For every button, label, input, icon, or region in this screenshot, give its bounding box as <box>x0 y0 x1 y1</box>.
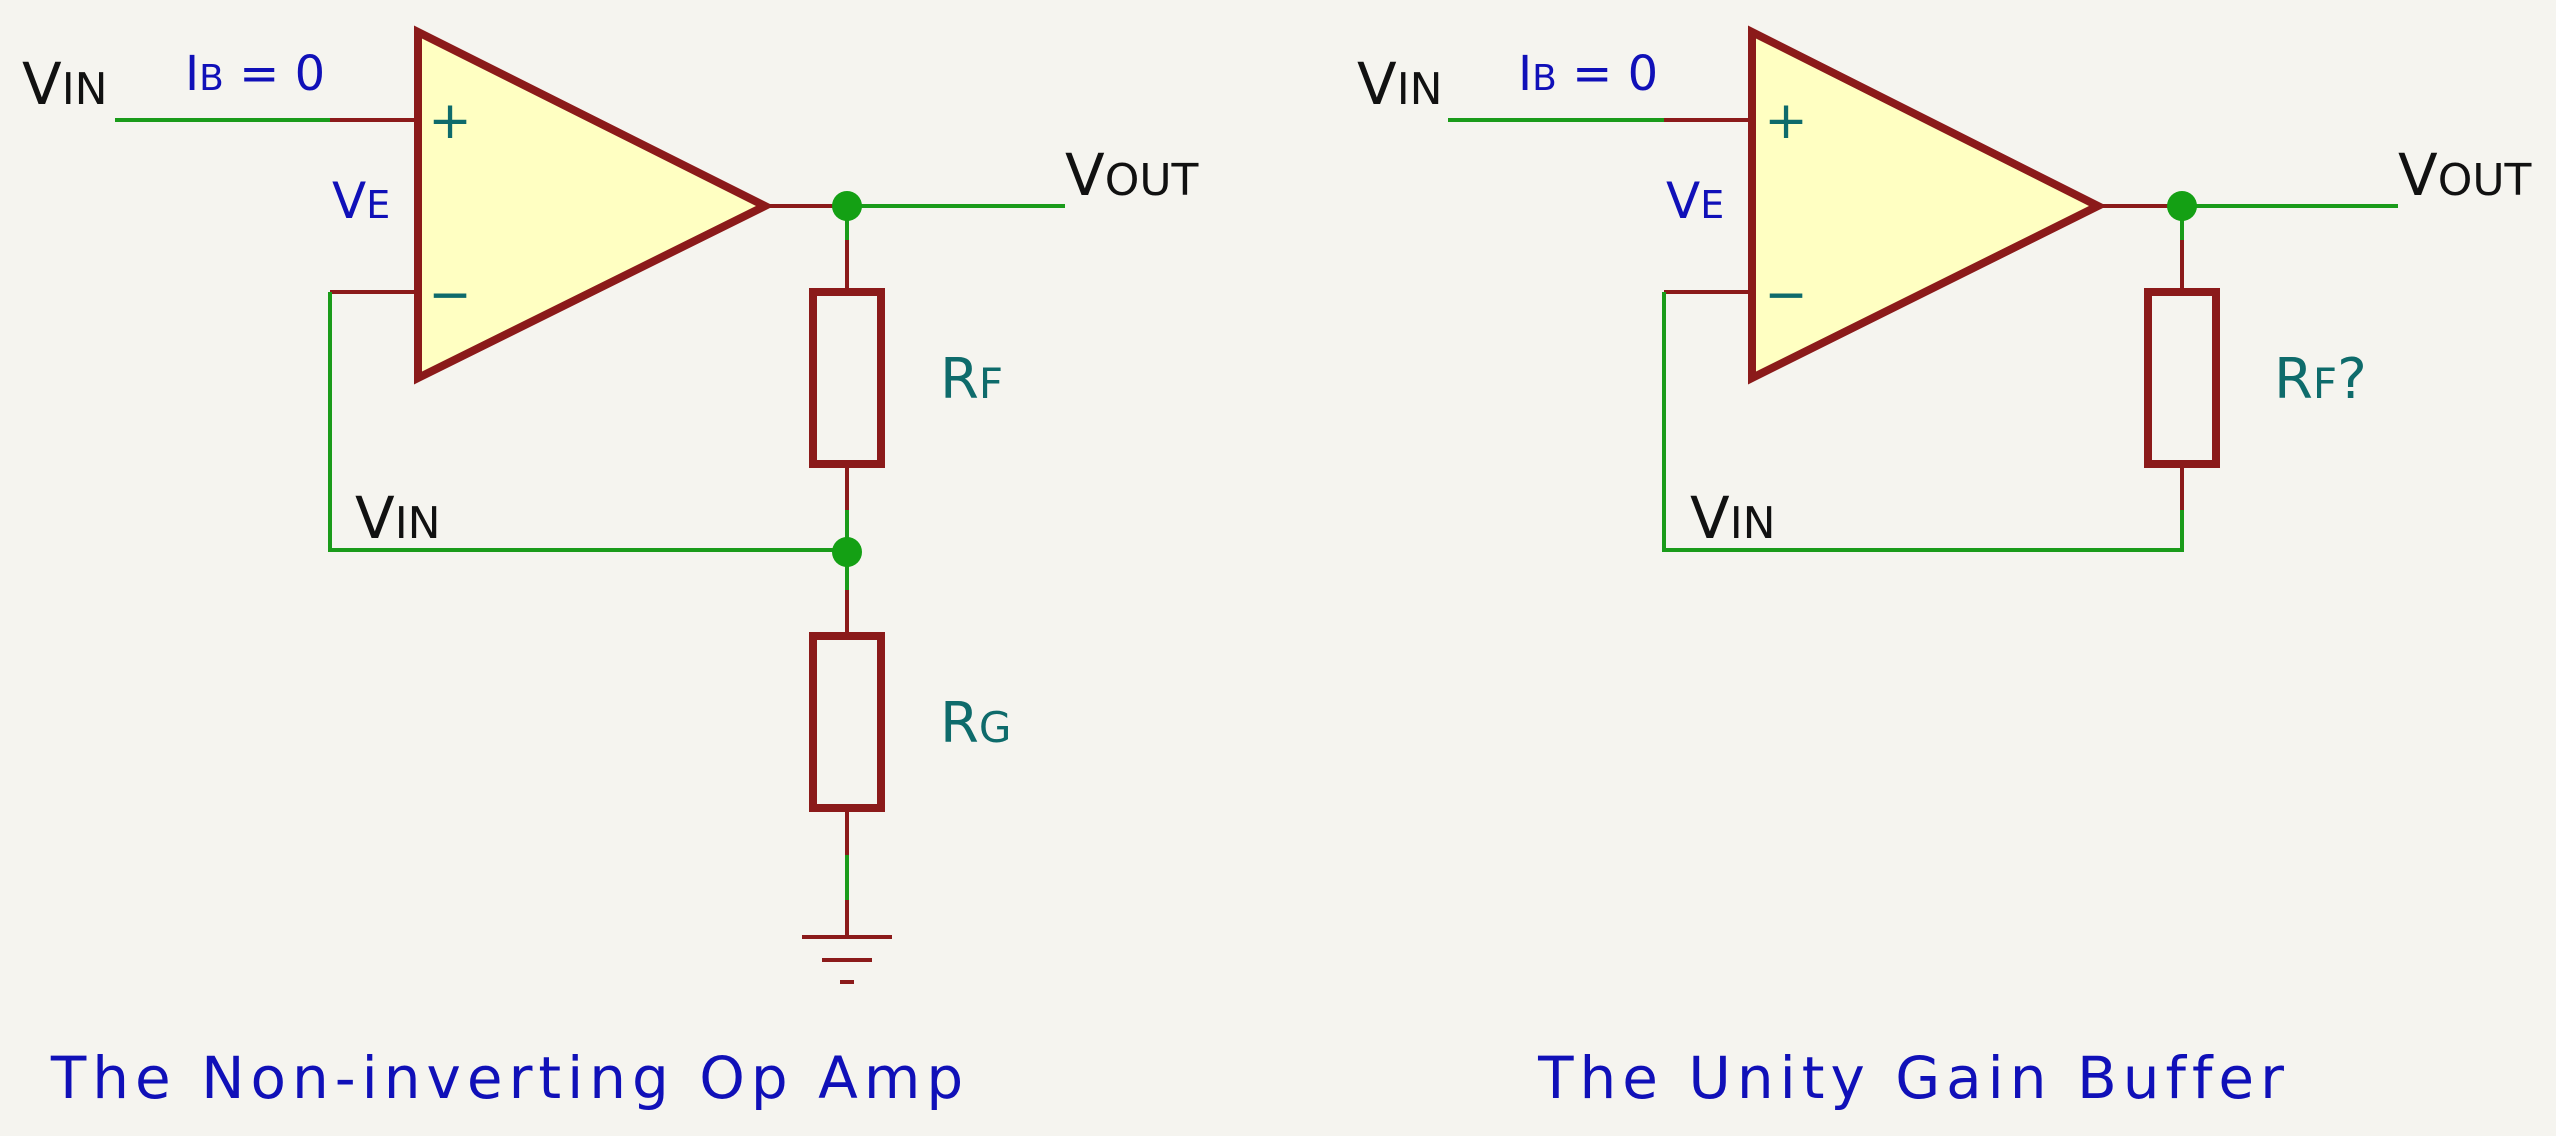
opamp-icon <box>414 25 774 385</box>
plus-sign: + <box>428 91 472 151</box>
vin-feedback-label: VIN <box>1690 484 1776 552</box>
opamp-icon <box>1748 25 2107 385</box>
resistor-rf <box>2144 288 2220 468</box>
caption-non-inverting: The Non-inverting Op Amp <box>50 1044 969 1112</box>
resistor-rg <box>809 632 885 812</box>
error-voltage-label: VE <box>332 172 390 230</box>
resistor-rf <box>809 288 885 468</box>
unity-gain-circuit: + − VIN IB = 0 VE VIN VOUT RF? The Unity… <box>1357 25 2532 1112</box>
vout-label: VOUT <box>1065 141 1199 209</box>
feedback-wire <box>1662 292 2184 552</box>
caption-unity-gain: The Unity Gain Buffer <box>1537 1044 2290 1112</box>
rg-label: RG <box>940 691 1011 756</box>
bias-current-label: IB = 0 <box>185 46 325 102</box>
output-junction-dot <box>2167 191 2197 221</box>
rf-label: RF <box>940 347 1003 412</box>
vin-input-label: VIN <box>1357 50 1443 118</box>
feedback-wire <box>328 292 845 552</box>
plus-sign: + <box>1764 91 1808 151</box>
feedback-junction-dot <box>832 537 862 567</box>
vin-feedback-label: VIN <box>355 484 441 552</box>
vout-label: VOUT <box>2398 141 2532 209</box>
non-inverting-circuit: + − VIN IB = 0 VE VIN VOUT RF RG The Non… <box>22 25 1199 1112</box>
output-junction-dot <box>832 191 862 221</box>
rf-label: RF? <box>2274 347 2367 412</box>
error-voltage-label: VE <box>1666 172 1724 230</box>
minus-sign: − <box>1764 265 1808 325</box>
bias-current-label: IB = 0 <box>1518 46 1658 102</box>
minus-sign: − <box>428 265 472 325</box>
ground-icon <box>802 900 892 984</box>
vin-input-label: VIN <box>22 50 108 118</box>
